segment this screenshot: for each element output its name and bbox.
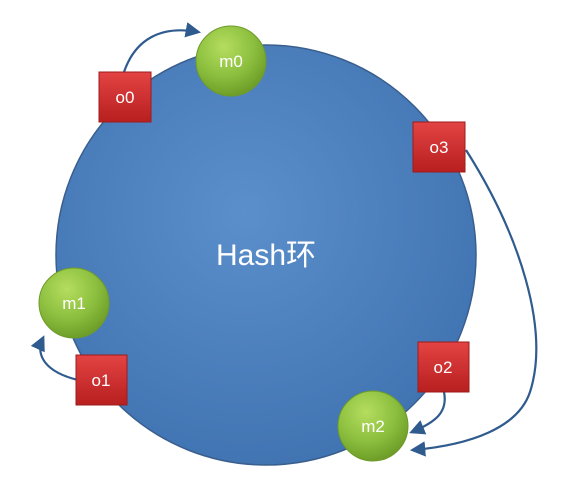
object-o0-label: o0 (116, 88, 135, 107)
object-o1-label: o1 (92, 371, 111, 390)
machine-m2-label: m2 (361, 417, 385, 436)
arrow-o1-to-m1 (30, 335, 79, 382)
object-o3-box (412, 121, 466, 173)
arrow-o3-to-m2 (409, 149, 538, 457)
machine-m0: m0 (195, 25, 267, 97)
object-o1-box (75, 354, 128, 406)
object-o3: o3 (412, 121, 466, 173)
machine-m1-label: m1 (62, 294, 86, 313)
arrow-o0-to-m0 (122, 22, 202, 73)
object-o2-box (417, 341, 470, 393)
machine-m0-label: m0 (219, 52, 243, 71)
object-o3-label: o3 (430, 138, 449, 157)
machine-m1-circle (38, 267, 110, 339)
object-o0-box (98, 71, 152, 123)
object-o1: o1 (75, 354, 128, 406)
object-o0: o0 (98, 71, 152, 123)
machine-m1: m1 (38, 267, 110, 339)
hash-ring (55, 44, 477, 466)
machine-m2: m2 (337, 390, 409, 462)
object-o2-label: o2 (434, 358, 453, 377)
machine-m2-circle (337, 390, 409, 462)
ring-label: Hash环 (216, 239, 316, 272)
machine-m0-circle (195, 25, 267, 97)
object-o2: o2 (417, 341, 470, 393)
arrow-o2-to-m2 (409, 391, 446, 435)
